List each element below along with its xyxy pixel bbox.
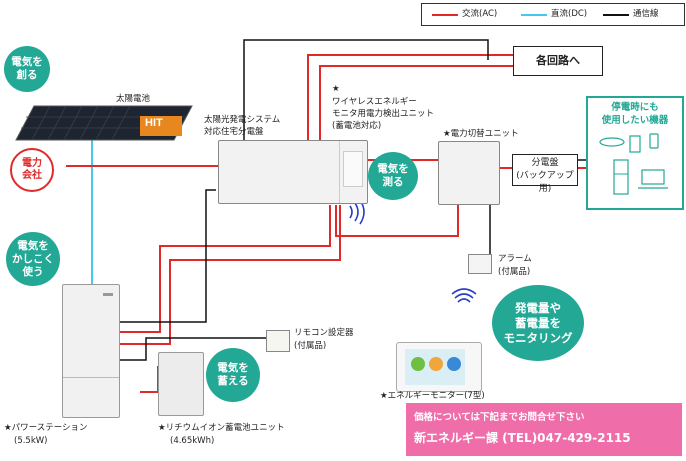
wireless-unit-label-2: ワイヤレスエネルギー — [332, 97, 417, 107]
appliance-icons — [599, 133, 668, 195]
create-electricity-bubble: 電気を創る — [4, 46, 50, 92]
branch-panel-box: 分電盤 (バックアップ用) — [512, 154, 578, 194]
switch-unit — [438, 141, 500, 205]
battery-label-2: (4.65kWh) — [170, 436, 215, 446]
breaker-panel — [218, 140, 368, 204]
power-station — [62, 284, 120, 418]
backup-devices-label-1: 停電時にも — [611, 102, 659, 113]
legend-comm-swatch — [603, 14, 629, 16]
legend-dc-swatch — [521, 14, 547, 16]
smart-use-bubble: 電気をかしこく使う — [6, 232, 60, 286]
battery-label-1: ★リチウムイオン蓄電池ユニット — [158, 423, 285, 433]
power-station-label-1: ★パワーステーション — [4, 423, 88, 433]
branch-panel-label-1: 分電盤 — [531, 158, 559, 168]
legend: 交流(AC) 直流(DC) 通信線 — [421, 3, 685, 26]
alarm-device — [468, 254, 492, 274]
power-station-label-2: (5.5kW) — [14, 436, 48, 446]
legend-comm-label: 通信線 — [633, 9, 659, 19]
wireless-unit-label-1: ★ — [332, 84, 340, 94]
breaker-panel-label-2: 対応住宅分電盤 — [204, 127, 264, 137]
wireless-unit-label-4: (蓄電池対応) — [332, 121, 382, 131]
measure-electricity-bubble: 電気を測る — [368, 152, 418, 200]
contact-notice: 価格については下記までお問合せ下さい 新エネルギー課 (TEL)047-429-… — [406, 403, 682, 456]
branch-panel-label-2: (バックアップ用) — [516, 171, 574, 194]
store-electricity-bubble: 電気を蓄える — [206, 348, 260, 402]
legend-ac-label: 交流(AC) — [462, 9, 498, 19]
battery-unit — [158, 352, 204, 416]
wireless-unit-label-3: モニタ用電力検出ユニット — [332, 109, 435, 119]
legend-dc-label: 直流(DC) — [551, 9, 588, 19]
energy-monitor-screen — [405, 349, 465, 385]
contact-notice-line1: 価格については下記までお問合せ下さい — [414, 412, 585, 423]
each-circuit-box: 各回路へ — [513, 46, 603, 76]
solar-panel-label: 太陽電池 — [116, 94, 151, 104]
alarm-label-1: アラーム — [498, 254, 532, 264]
backup-devices-label-2: 使用したい機器 — [601, 115, 669, 126]
hit-logo: HIT — [145, 117, 163, 129]
backup-devices-box: 停電時にも 使用したい機器 — [586, 96, 684, 210]
energy-monitor — [396, 342, 482, 392]
remote-label-1: リモコン設定器 — [294, 328, 354, 338]
alarm-label-2: (付属品) — [498, 267, 531, 277]
ac-lines — [66, 54, 597, 393]
monitoring-bubble: 発電量や蓄電量をモニタリング — [492, 285, 584, 361]
solar-panel — [15, 105, 193, 141]
energy-monitor-label: ★エネルギーモニター(7型) — [380, 391, 485, 401]
utility-company-circle: 電力会社 — [10, 148, 54, 192]
remote-label-2: (付属品) — [294, 341, 327, 351]
switch-unit-label: ★電力切替ユニット — [443, 129, 519, 139]
breaker-panel-label-1: 太陽光発電システム — [204, 115, 281, 125]
remote-controller — [266, 330, 290, 352]
legend-ac-swatch — [432, 14, 458, 16]
contact-notice-line2: 新エネルギー課 (TEL)047-429-2115 — [414, 431, 631, 445]
